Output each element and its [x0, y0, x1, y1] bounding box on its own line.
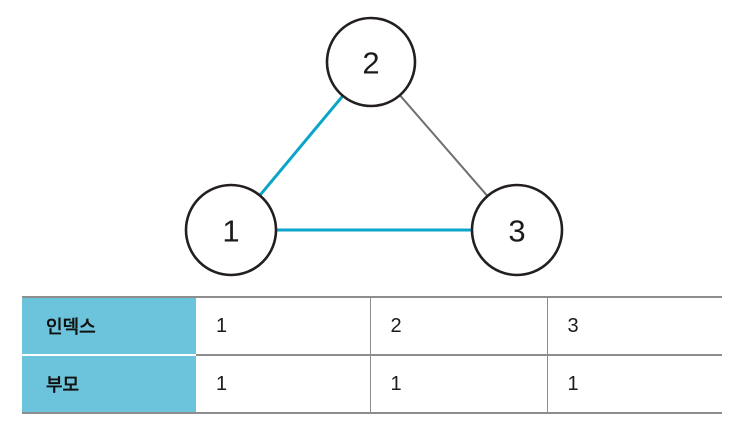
nodes-group: 1 2 3	[184, 16, 564, 277]
node-label-3: 3	[508, 214, 525, 249]
table-cell: 1	[369, 354, 547, 414]
graph-node-3[interactable]: 3	[470, 183, 564, 277]
node-circle-3	[470, 183, 564, 277]
node-label-2: 2	[362, 46, 379, 81]
table-cell: 3	[546, 296, 722, 355]
table-cell: 1	[196, 296, 370, 355]
node-label-1: 1	[222, 214, 239, 249]
row-header-label: 부모	[22, 354, 196, 414]
edge-1-2	[258, 94, 345, 198]
graph-node-1[interactable]: 1	[184, 183, 278, 277]
graph-diagram: 1 2 3	[184, 16, 564, 277]
node-circle-2	[325, 16, 417, 108]
table-cell: 1	[546, 354, 722, 414]
table-cell: 2	[369, 296, 547, 355]
edges-group	[258, 93, 489, 232]
graph-node-2[interactable]: 2	[325, 16, 417, 108]
table-cell: 1	[196, 354, 370, 414]
graph-canvas: 1 2 3	[184, 16, 564, 277]
edge-2-3	[398, 93, 489, 198]
node-circle-1	[184, 183, 278, 277]
row-header-label: 인덱스	[22, 296, 196, 356]
